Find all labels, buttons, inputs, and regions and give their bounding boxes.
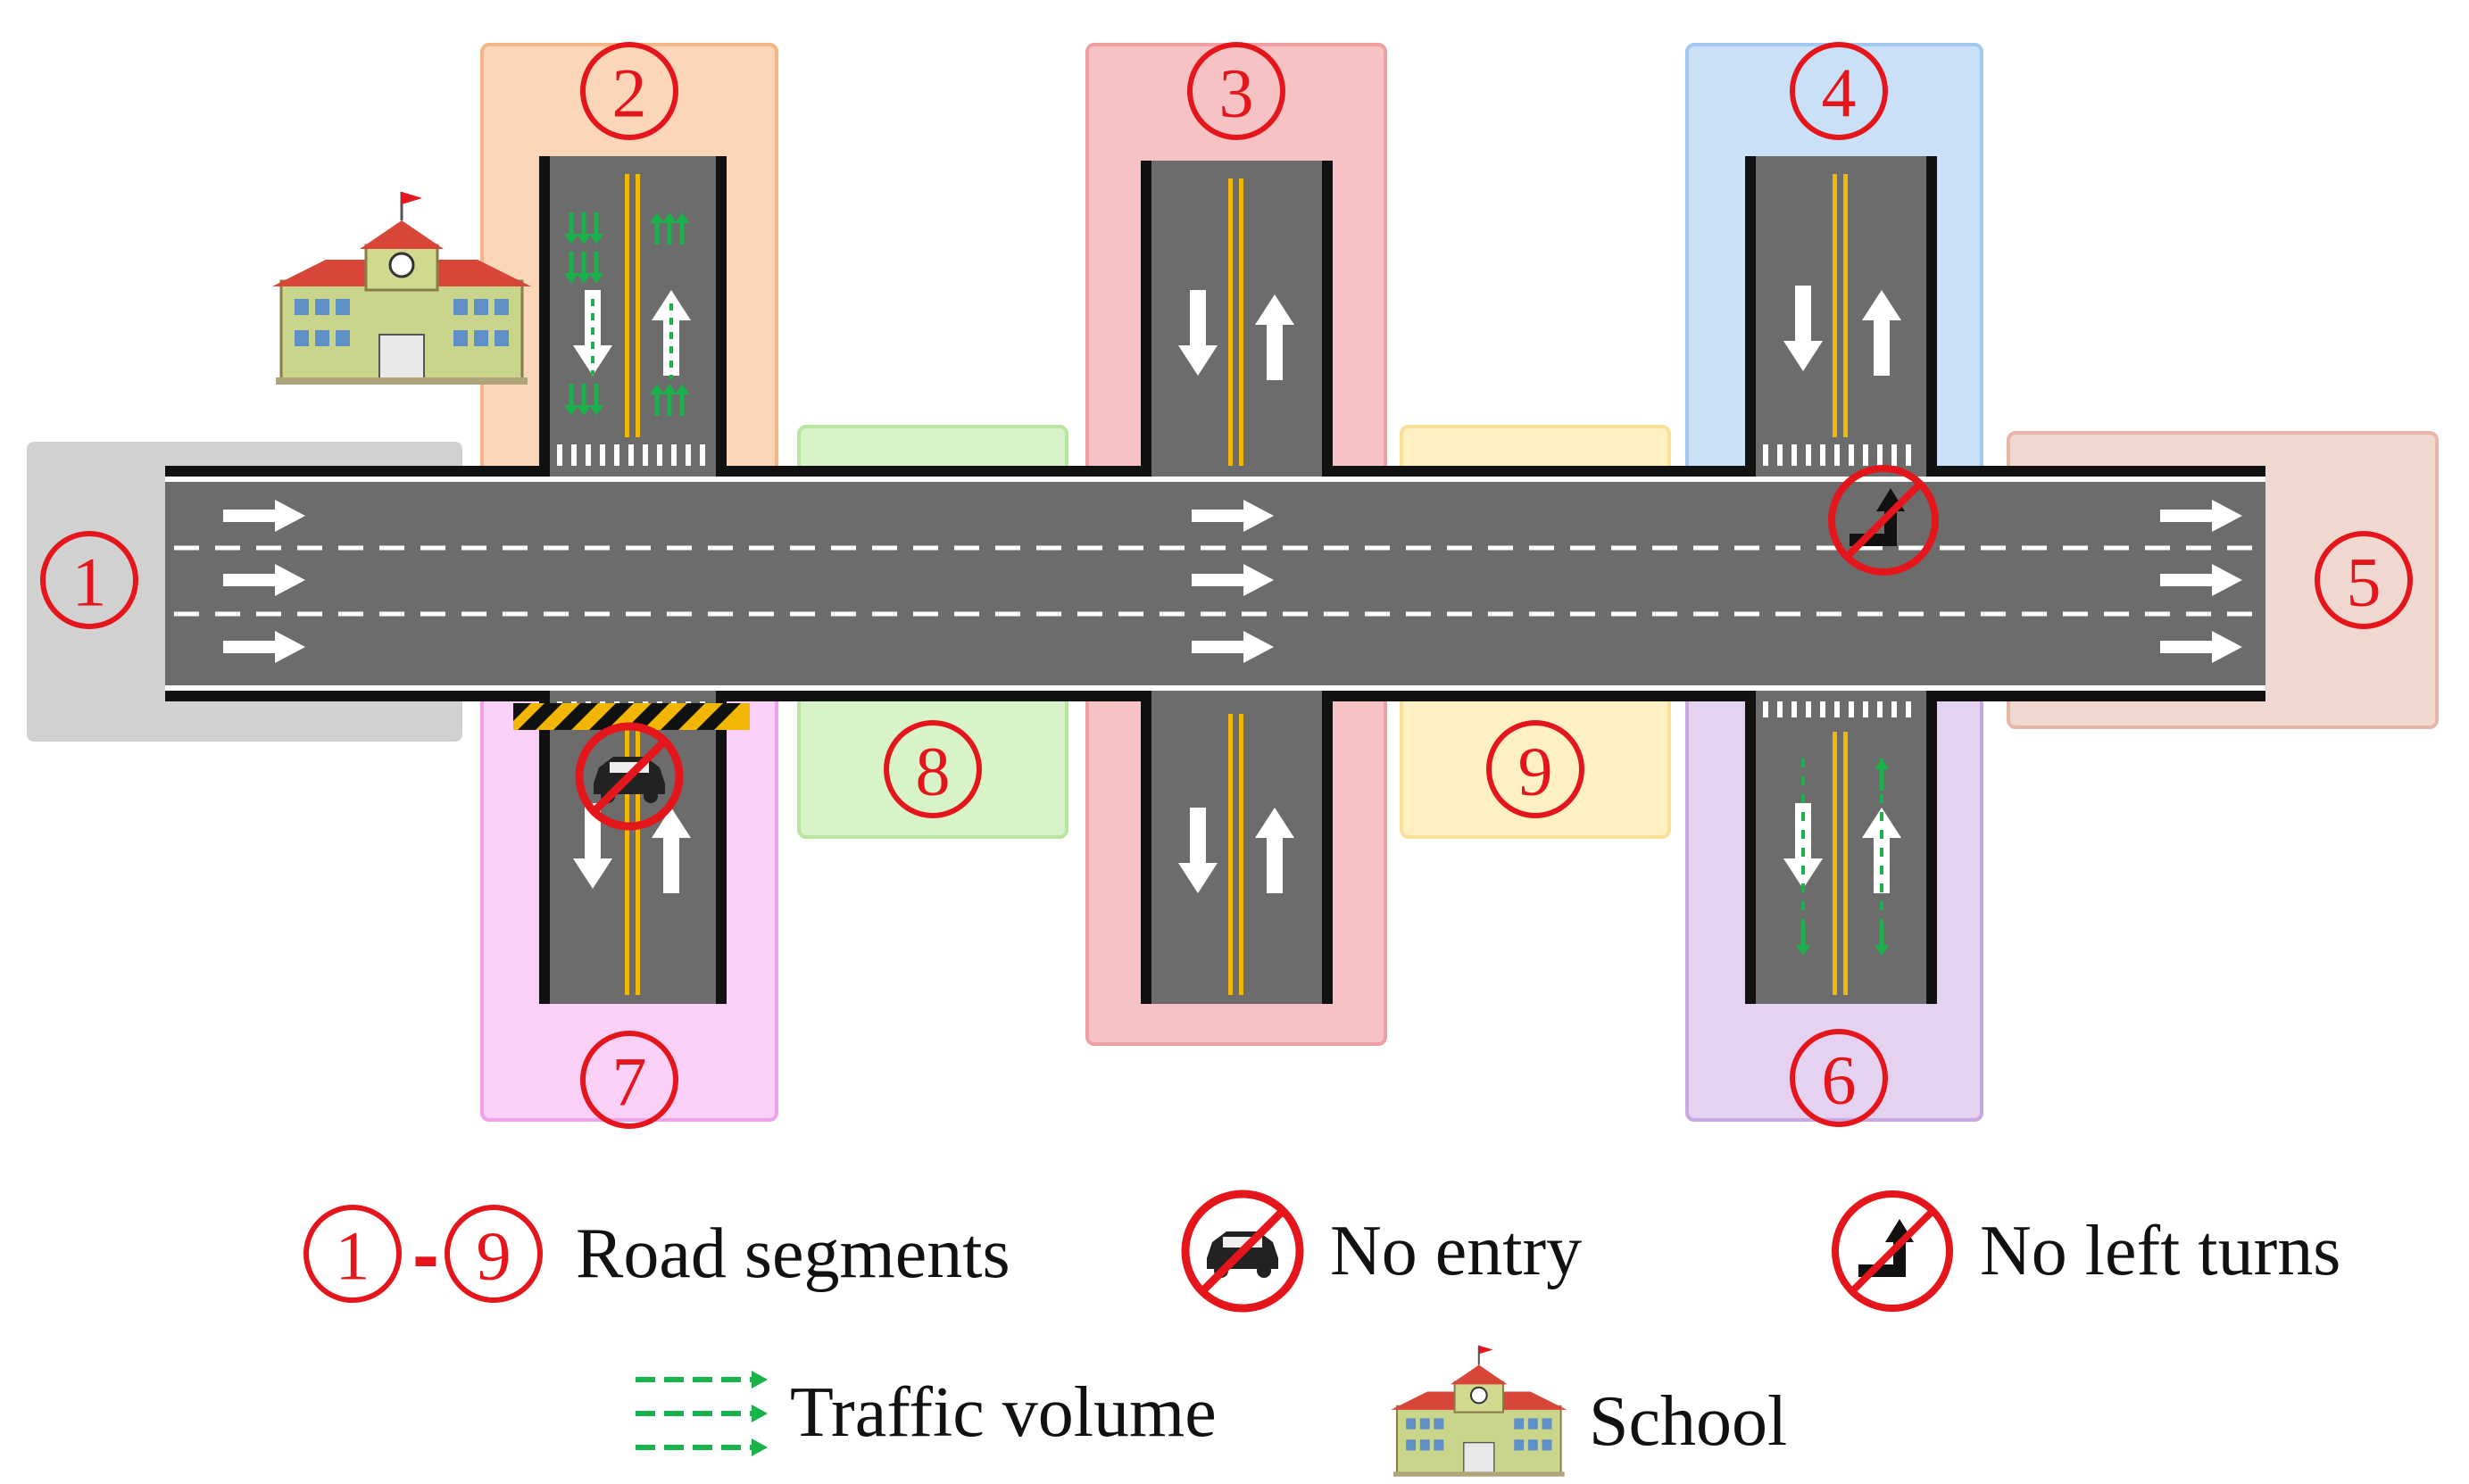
no-left-turn-icon (1828, 465, 1939, 576)
segment-label-1: 1 (40, 531, 138, 629)
legend-traffic-volume-label: Traffic volume (790, 1373, 1217, 1452)
svg-text:9: 9 (1518, 733, 1553, 810)
legend-school-label: School (1589, 1382, 1787, 1461)
traffic-volume-icon (636, 1371, 768, 1456)
legend-road-segments-label: Road segments (576, 1215, 1010, 1293)
legend-no-entry-label: No entry (1330, 1212, 1582, 1290)
segment-label-7: 7 (580, 1031, 678, 1129)
no-left-turn-legend-icon (1832, 1190, 1953, 1312)
legend-no-left-turns-label: No left turns (1980, 1212, 2340, 1290)
barrier (513, 703, 750, 730)
vertical-roads (539, 156, 1937, 1004)
svg-text:7: 7 (612, 1043, 647, 1121)
legend: 1 - 9 Road segments No entry No left tur… (303, 1190, 2340, 1478)
svg-text:1: 1 (336, 1217, 370, 1295)
legend-road-segments: 1 - 9 Road segments (303, 1205, 1010, 1303)
svg-text:8: 8 (916, 733, 951, 810)
legend-no-left-turns: No left turns (1832, 1190, 2340, 1312)
segment-label-6: 6 (1790, 1029, 1888, 1127)
legend-school: School (1390, 1344, 1787, 1478)
segment-labels: 1 2 3 4 5 6 7 8 9 (40, 42, 2413, 1129)
segment-label-5: 5 (2315, 531, 2413, 629)
svg-text:3: 3 (1219, 54, 1254, 132)
segment-label-3: 3 (1187, 42, 1285, 140)
segment-label-4: 4 (1790, 42, 1888, 140)
svg-text:6: 6 (1822, 1041, 1857, 1119)
svg-text:1: 1 (72, 543, 107, 621)
traffic-volume-marks (564, 212, 1889, 956)
svg-text:4: 4 (1822, 54, 1857, 132)
segment-label-2: 2 (580, 42, 678, 140)
svg-text:2: 2 (612, 54, 647, 132)
segment-label-9: 9 (1486, 720, 1584, 818)
school-legend-icon (1390, 1344, 1568, 1478)
no-entry-legend-icon (1181, 1190, 1304, 1313)
svg-text:5: 5 (2347, 543, 2382, 621)
no-entry-icon (575, 722, 684, 831)
legend-no-entry: No entry (1181, 1190, 1582, 1313)
svg-text:-: - (412, 1211, 439, 1300)
segment-label-8: 8 (884, 720, 982, 818)
svg-text:9: 9 (477, 1217, 511, 1295)
legend-traffic-volume: Traffic volume (636, 1371, 1217, 1456)
